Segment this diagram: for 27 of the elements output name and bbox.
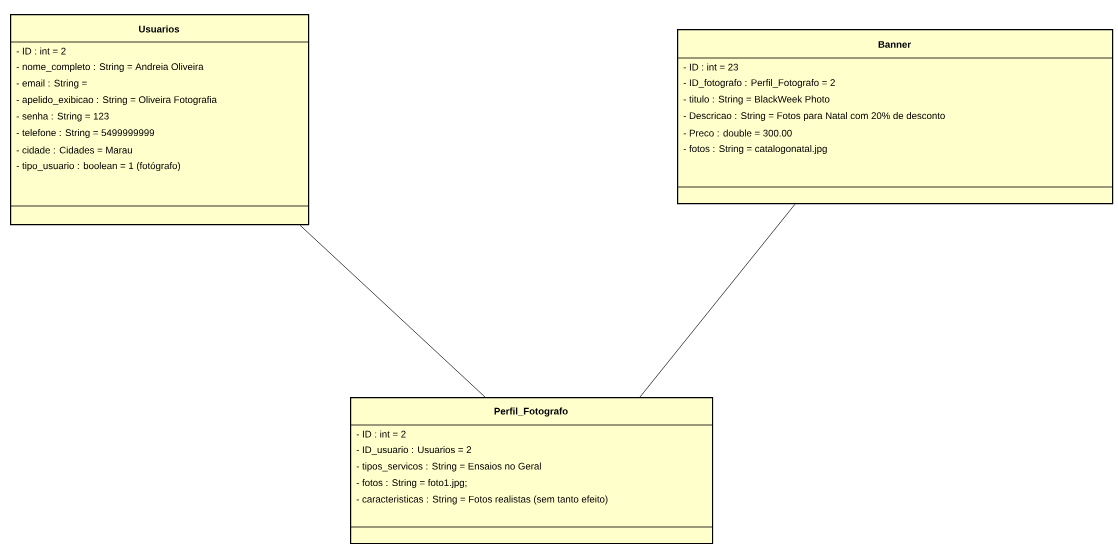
attribute-text: - ID_usuario : Usuarios = 2: [356, 446, 472, 455]
attribute-text: - Descricao : String = Fotos para Natal com 20% de desconto: [683, 112, 945, 121]
class-name: Banner: [878, 41, 911, 48]
attribute-text: - cidade : Cidades = Marau: [16, 146, 132, 154]
attribute-text: - ID_fotografo : Perfil_Fotografo = 2: [683, 79, 835, 88]
attribute-text: - ID : int = 2: [356, 430, 406, 438]
class-name: Perfil_Fotografo: [494, 407, 568, 417]
attribute-text: - apelido_exibicao : String = Oliveira Fotografia: [16, 96, 217, 105]
attribute-text: - ID : int = 2: [16, 47, 66, 55]
association-line: [639, 203, 796, 398]
attribute-text: - fotos : String = foto1.jpg;: [356, 479, 467, 488]
association-line: [299, 224, 486, 398]
attribute-text: - fotos : String = catalogonatal.jpg: [683, 145, 827, 154]
class-box: [9, 14, 310, 226]
attribute-text: - titulo : String = BlackWeek Photo: [683, 95, 830, 105]
attribute-text: - nome_completo : String = Andreia Oliveira: [16, 63, 204, 72]
attribute-text: - email : String =: [16, 79, 87, 89]
attribute-text: - telefone : String = 5499999999: [16, 129, 155, 138]
attribute-text: - tipo_usuario : boolean = 1 (fotógrafo): [16, 161, 181, 172]
attribute-text: - Preco : double = 300.00: [683, 129, 792, 137]
attribute-text: - ID : int = 23: [683, 63, 738, 71]
attribute-text: - senha : String = 123: [16, 112, 109, 122]
attribute-text: - caracteristicas : String = Fotos realistas (sem tanto efeito): [356, 495, 608, 505]
class-box: [349, 397, 714, 544]
attribute-text: - tipos_servicos : String = Ensaios no Geral: [356, 462, 541, 472]
class-name: Usuarios: [139, 25, 180, 33]
class-box: [676, 29, 1114, 205]
